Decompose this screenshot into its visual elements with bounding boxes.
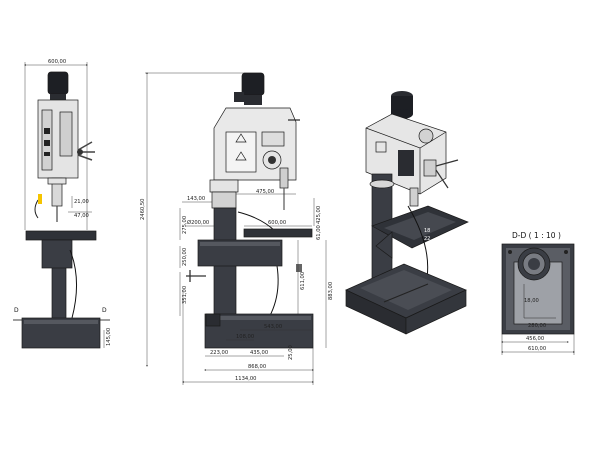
- dim-600: 600,00: [268, 220, 286, 226]
- dim-475: 475,00: [256, 189, 274, 195]
- dim-25: 25,00: [288, 345, 294, 360]
- side-table: [243, 228, 313, 238]
- motor: [47, 71, 69, 95]
- side-view: 2460,50 475,00 143,00 425,00: [140, 72, 334, 385]
- dim-610: 610,00: [528, 346, 546, 352]
- dim-front-21: 21,00: [74, 199, 89, 205]
- dim-611: 611,00: [300, 272, 306, 290]
- iso-view: 18 22: [345, 91, 469, 335]
- dim-351: 351,00: [182, 286, 188, 304]
- dim-front-47: 47,00: [74, 213, 89, 219]
- dim-front-width: 600,00: [48, 59, 66, 65]
- iso-table-mark-1: 18: [424, 228, 430, 234]
- side-motor: [241, 72, 265, 96]
- section-title: D-D ( 1 : 10 ): [512, 231, 561, 240]
- dim-18: 18,00: [524, 298, 539, 304]
- dim-223: 223,00: [210, 350, 228, 356]
- dim-overall-height: 2460,50: [140, 199, 146, 220]
- section-mark-left: D: [14, 307, 19, 314]
- dim-435: 435,00: [250, 350, 268, 356]
- dim-275: 275,00: [182, 216, 188, 234]
- dim-1134: 1134,00: [235, 376, 256, 382]
- dim-425: 425,00: [316, 206, 322, 224]
- dim-543: 543,00: [264, 324, 282, 330]
- dim-883: 883,00: [328, 282, 334, 300]
- dim-456: 456,00: [526, 336, 544, 342]
- section-mark-right: D: [102, 307, 107, 314]
- iso-table-mark-2: 22: [424, 236, 430, 242]
- dim-61: 61,00: [316, 225, 322, 240]
- dim-250: 250,00: [182, 248, 188, 266]
- section-view: D-D ( 1 : 10 ) 18,00 280,00 456,00 610,0…: [501, 231, 575, 355]
- dim-280: 280,00: [528, 323, 546, 329]
- dim-868: 868,00: [248, 364, 266, 370]
- table: [25, 230, 97, 241]
- dim-108: 108,00: [236, 334, 254, 340]
- front-view: 600,00 21,00 47,00: [13, 59, 112, 349]
- dim-143: 143,00: [187, 196, 205, 202]
- dim-front-145: 145,00: [106, 328, 112, 346]
- dim-d200: Ø200,00: [187, 219, 209, 226]
